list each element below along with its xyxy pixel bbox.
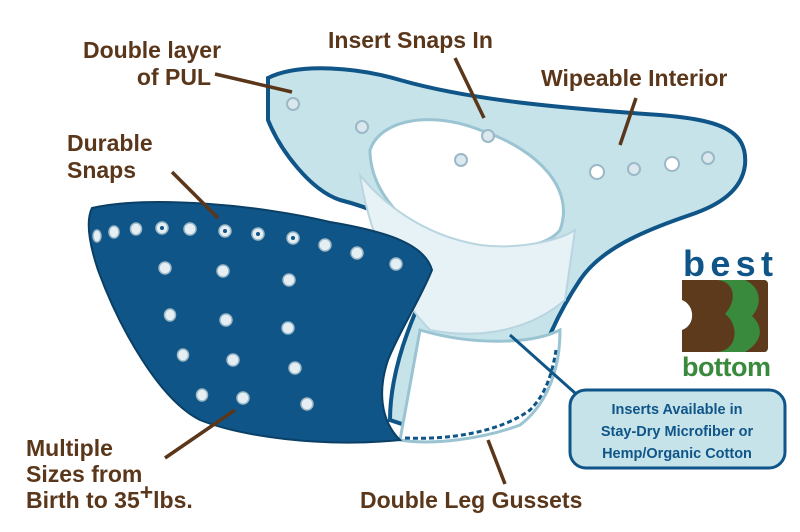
label-sizes-from: Sizes from [26,461,142,487]
best-bottom-logo: best bottom [682,243,775,382]
leader-gussets [486,439,507,485]
label-gussets: Double Leg Gussets [360,487,582,513]
info-line-2: Stay-Dry Microfiber or [601,424,754,440]
leader-sizes [164,408,236,460]
leader-pul [214,72,293,94]
label-birth: Birth to 35+lbs. [26,479,193,513]
leader-insert-snaps [453,57,486,119]
front-snaps [92,221,403,411]
leg-gusset [398,327,562,444]
logo-best: best [683,243,773,284]
back-snaps [286,97,715,180]
label-double-layer: Double layer [83,37,221,63]
front-panel [87,201,434,444]
label-of-pul: of PUL [137,64,211,90]
logo-bottom: bottom [682,352,770,382]
label-wipeable: Wipeable Interior [541,65,727,91]
info-line-3: Hemp/Organic Cotton [602,446,752,462]
label-durable: Durable [67,130,153,156]
label-insert-snaps: Insert Snaps In [328,27,493,53]
leader-wipeable [618,97,638,146]
label-snaps: Snaps [67,157,136,183]
inserts-info-box: Inserts Available in Stay-Dry Microfiber… [568,388,787,470]
leader-inserts [509,333,576,395]
leader-durable [170,170,220,220]
info-line-1: Inserts Available in [611,402,742,418]
label-multiple: Multiple [26,435,113,461]
